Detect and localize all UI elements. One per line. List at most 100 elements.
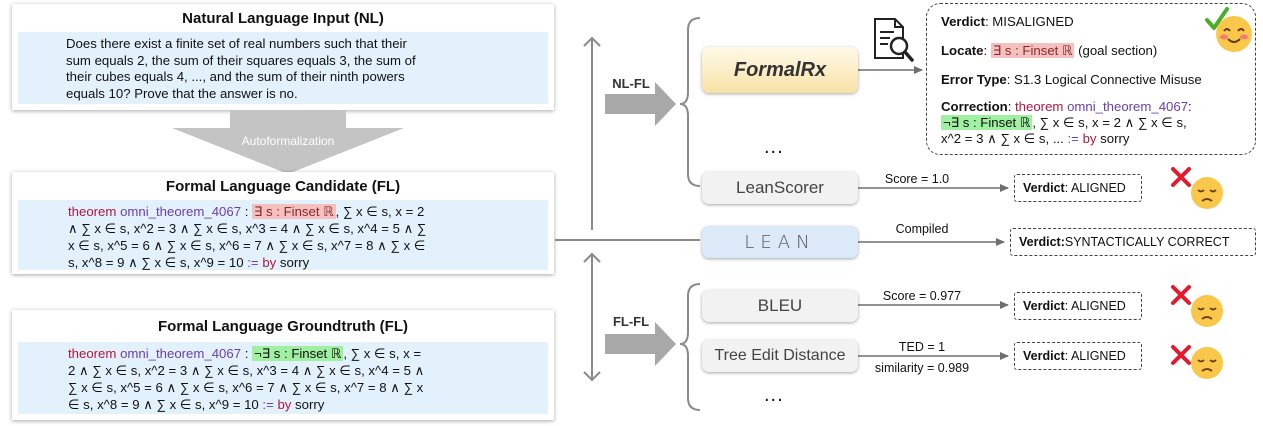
more-methods-ellipsis: ...: [764, 136, 784, 158]
ted-similarity-label: similarity = 0.989: [874, 361, 970, 375]
colon: :: [983, 43, 991, 58]
smiling-face-icon: [1216, 16, 1252, 52]
lean-verdict-box: Verdict: SYNTACTICALLY CORRECT: [1010, 228, 1256, 256]
verdict-key: Verdict: [941, 14, 985, 29]
leanscorer-verdict-box: Verdict : ALIGNED: [1014, 174, 1142, 202]
theorem-keyword: theorem: [68, 346, 117, 361]
verdict-value: : ALIGNED: [1064, 299, 1126, 313]
bleu-box: BLEU: [702, 290, 858, 322]
cross-mark-icon: [1171, 345, 1191, 365]
code-text: , ∑ x ∈ s, x =: [343, 346, 422, 361]
bleu-verdict-box: Verdict : ALIGNED: [1014, 292, 1142, 320]
pensive-face-icon: [1191, 295, 1223, 327]
sorry-text: sorry: [1096, 131, 1130, 146]
correction-key: Correction: [941, 99, 1008, 114]
nl-line: their cubes equals 4, ..., and the sum o…: [66, 69, 405, 84]
fl-groundtruth-panel: Formal Language Groundtruth (FL) theorem…: [12, 310, 554, 420]
cross-mark-icon: [1171, 167, 1191, 187]
nl-line: equals 10? Prove that the answer is no.: [66, 85, 298, 101]
ted-label: Tree Edit Distance: [714, 347, 846, 364]
theorem-name: omni_theorem_4067: [120, 346, 242, 361]
ted-box: Tree Edit Distance: [702, 340, 858, 372]
error-value: : S1.3 Logical Connective Misuse: [1006, 72, 1202, 87]
code-line: 2 ∧ ∑ x ∈ s, x^2 = 3 ∧ ∑ x ∈ s, x^3 = 4 …: [68, 363, 425, 378]
colon: :: [1007, 99, 1016, 114]
ted-value-label: TED = 1: [898, 340, 946, 354]
code-text: s, x^8 = 9 ∧ ∑ x ∈ s, x^9 = 10: [68, 255, 248, 270]
error-key: Error Type: [941, 72, 1007, 87]
code-text: , ∑ x ∈ s, x = 2 ∧ ∑ x ∈ s,: [1032, 115, 1187, 130]
cross-mark-icon: [1171, 285, 1191, 305]
code-line: ∧ ∑ x ∈ s, x^2 = 3 ∧ ∑ x ∈ s, x^3 = 4 ∧ …: [68, 221, 427, 236]
assign-op: :=: [1067, 131, 1079, 146]
lean-logo: LEAN: [744, 231, 816, 253]
verdict-value: : ALIGNED: [1064, 181, 1126, 195]
autoformalization-arrow: [172, 110, 404, 174]
code-line: theorem omni_theorem_4067 : ∃ s : Finset…: [68, 203, 548, 220]
verdict-value: : ALIGNED: [1064, 349, 1126, 363]
autoformalization-label: Autoformalization: [241, 134, 335, 148]
verdict-key: Verdict: [1023, 181, 1065, 195]
nl-line: sum equals 2, the sum of their squares e…: [66, 52, 416, 68]
verdict-key: Verdict: [1023, 299, 1065, 313]
code-line: x ∈ s, x^5 = 6 ∧ ∑ x ∈ s, x^6 = 7 ∧ ∑ x …: [68, 238, 426, 253]
verdict-key: Verdict: [1023, 349, 1065, 363]
pensive-face-icon: [1191, 347, 1223, 379]
fl-candidate-panel: Formal Language Candidate (FL) theorem o…: [12, 172, 554, 274]
output-verdict-row: Verdict: MISALIGNED: [941, 12, 1255, 31]
code-text: , ∑ x ∈ s, x = 2: [335, 204, 425, 219]
candidate-panel-title: Formal Language Candidate (FL): [165, 178, 401, 195]
bleu-score-label: Score = 0.977: [882, 289, 962, 303]
output-correction-line3: x^2 = 3 ∧ ∑ x ∈ s, ... := by sorry: [941, 131, 1255, 147]
sorry-text: sorry: [276, 255, 310, 270]
more-methods-ellipsis-bottom: ...: [764, 384, 784, 406]
theorem-keyword: theorem: [68, 204, 117, 219]
code-line: theorem omni_theorem_4067 : ¬∃ s : Finse…: [68, 345, 548, 362]
output-correction-line1: Correction: theorem omni_theorem_4067:: [941, 99, 1255, 115]
by-keyword: by: [277, 397, 292, 412]
theorem-keyword: theorem: [1015, 99, 1064, 114]
code-text: ∈ s, x^8 = 9 ∧ ∑ x ∈ s, x^9 = 10: [68, 397, 263, 412]
ted-verdict-box: Verdict : ALIGNED: [1014, 342, 1142, 370]
verdict-key: Verdict: [1019, 235, 1061, 249]
output-locate-row: Locate: ∃ s : Finset ℝ (goal section): [941, 41, 1255, 60]
groundtruth-panel-title: Formal Language Groundtruth (FL): [158, 318, 408, 335]
nl-fl-label: NL-FL: [612, 76, 650, 91]
pensive-face-icon: [1191, 177, 1223, 209]
nl-panel-title: Natural Language Input (NL): [182, 10, 384, 27]
output-error-row: Error Type: S1.3 Logical Connective Misu…: [941, 70, 1255, 89]
locate-highlight: ∃ s : Finset ℝ: [990, 43, 1075, 58]
candidate-code-box: theorem omni_theorem_4067 : ∃ s : Finset…: [18, 200, 548, 270]
theorem-name: omni_theorem_4067: [120, 204, 242, 219]
leanscorer-label: LeanScorer: [736, 178, 824, 197]
document-search-icon: [874, 18, 914, 62]
by-keyword: by: [262, 255, 277, 270]
locate-key: Locate: [941, 43, 984, 58]
nl-line: Does there exist a finite set of real nu…: [66, 36, 407, 51]
formalrx-output-box: Verdict: MISALIGNED Locate: ∃ s : Finset…: [926, 3, 1256, 155]
correct-highlight: ¬∃ s : Finset ℝ: [252, 346, 344, 361]
lean-box: LEAN: [702, 226, 858, 258]
theorem-name: omni_theorem_4067: [1067, 99, 1189, 114]
formalrx-label: FormalRx: [733, 58, 827, 81]
bleu-label: BLEU: [757, 296, 803, 315]
code-line: s, x^8 = 9 ∧ ∑ x ∈ s, x^9 = 10 := by sor…: [68, 254, 548, 271]
leanscorer-score-label: Score = 1.0: [884, 172, 950, 186]
verdict-value: SYNTACTICALLY CORRECT: [1064, 235, 1230, 249]
check-mark-icon: [1205, 7, 1229, 30]
output-correction-line2: ¬∃ s : Finset ℝ, ∑ x ∈ s, x = 2 ∧ ∑ x ∈ …: [941, 115, 1255, 131]
by-keyword: by: [1082, 131, 1097, 146]
nl-text-box: Does there exist a finite set of real nu…: [18, 32, 548, 104]
lean-compiled-label: Compiled: [895, 222, 949, 236]
correction-highlight: ¬∃ s : Finset ℝ: [941, 115, 1033, 130]
code-text: x^2 = 3 ∧ ∑ x ∈ s, ...: [941, 131, 1068, 146]
leanscorer-box: LeanScorer: [702, 172, 858, 204]
nl-input-panel: Natural Language Input (NL) Does there e…: [12, 4, 554, 110]
colon: :: [1188, 99, 1192, 114]
assign-op: :=: [262, 397, 274, 412]
code-line: ∑ x ∈ s, x^5 = 6 ∧ ∑ x ∈ s, x^6 = 7 ∧ ∑ …: [68, 380, 424, 395]
formalrx-box: FormalRx: [702, 47, 858, 93]
colon: :: [241, 204, 253, 219]
verdict-value: : MISALIGNED: [984, 14, 1074, 29]
